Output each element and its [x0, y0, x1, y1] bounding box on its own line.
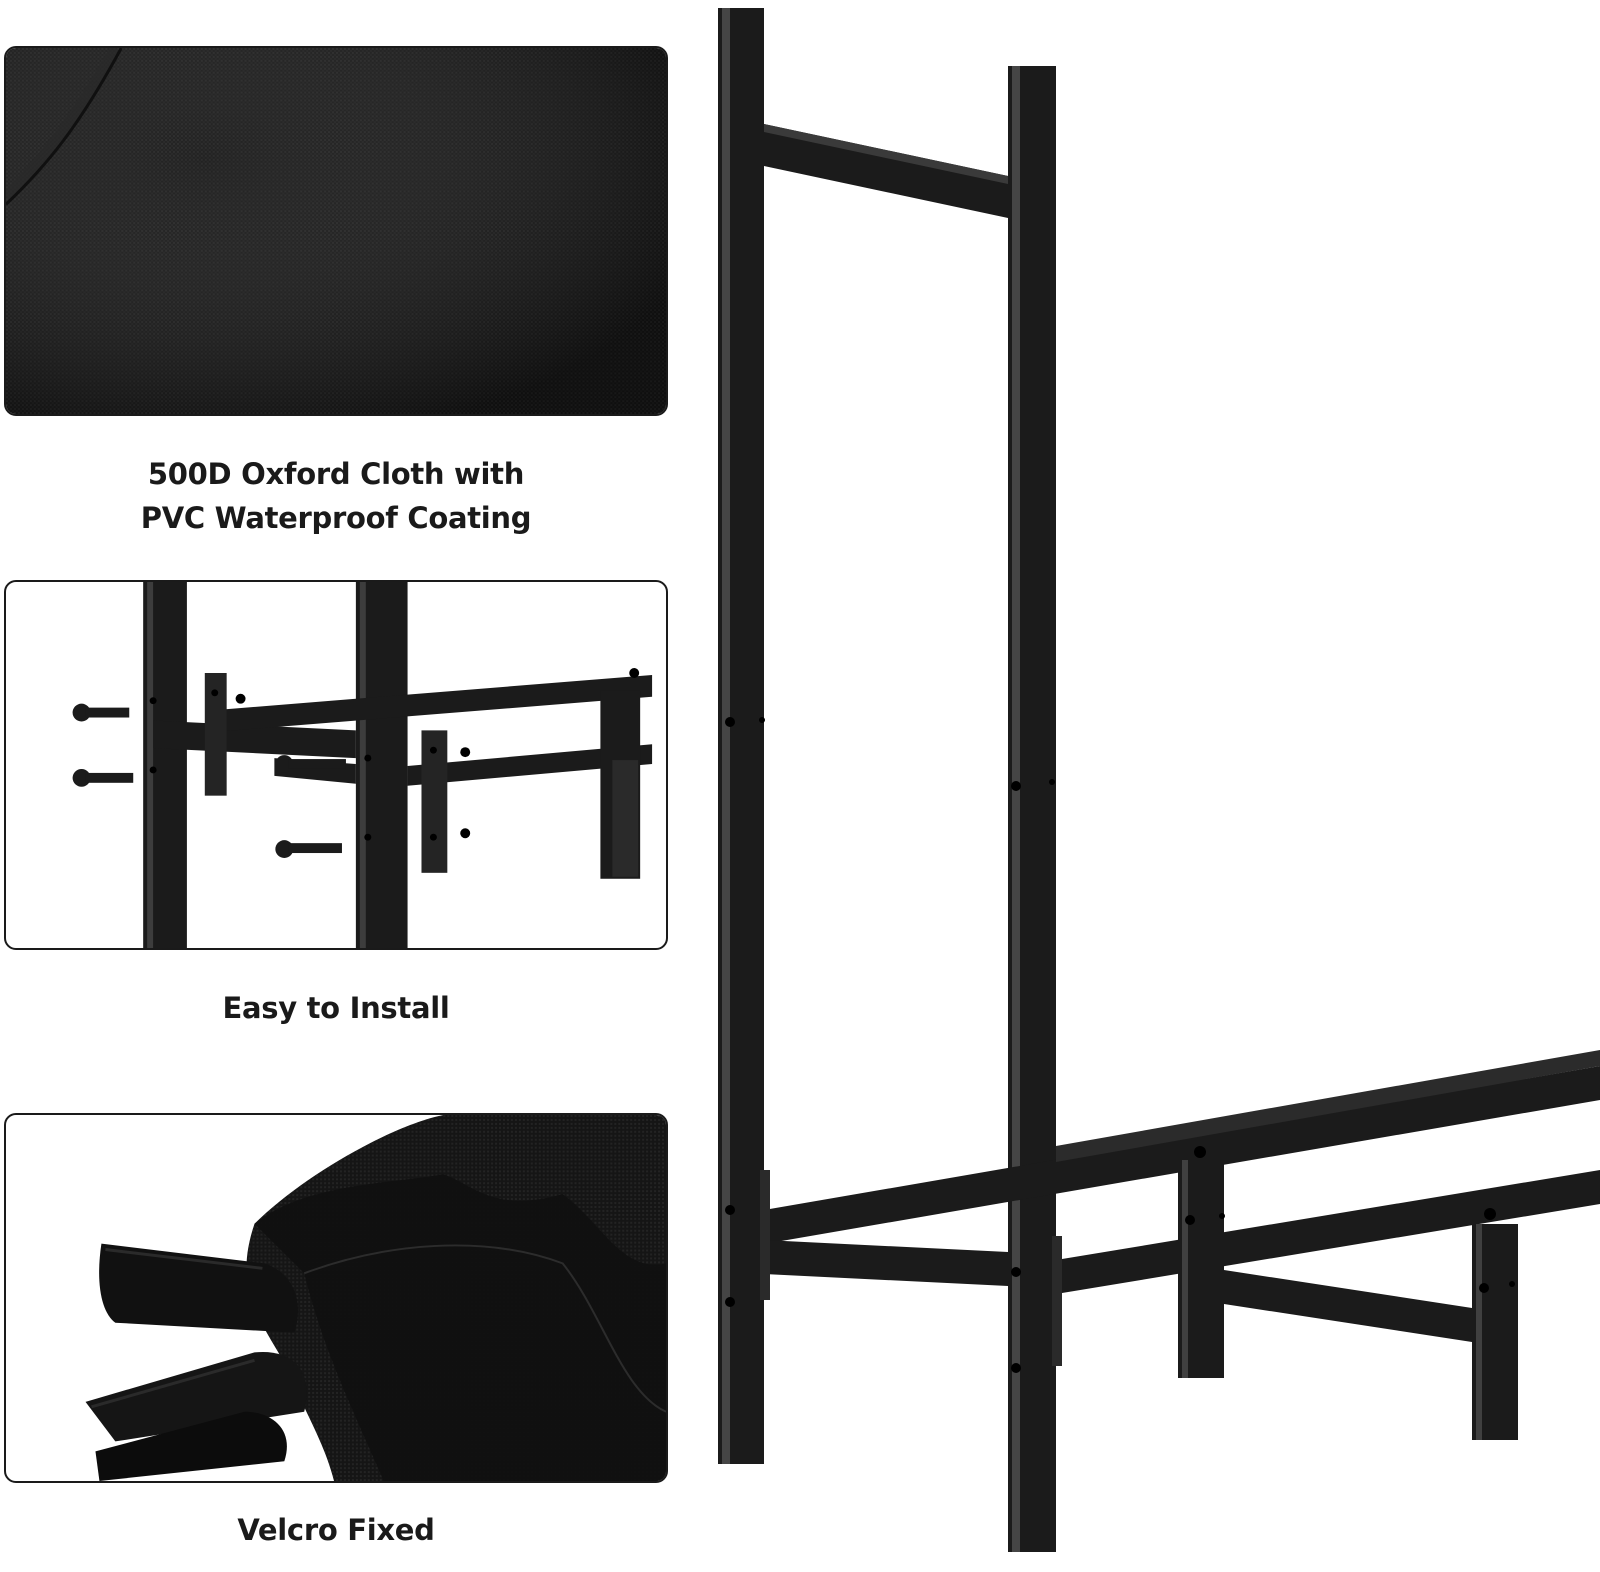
feature-caption-install: Easy to Install [0, 986, 672, 1030]
caption-line: Velcro Fixed [237, 1513, 435, 1547]
caption-line: PVC Waterproof Coating [140, 501, 532, 535]
velcro-strap-image [4, 1113, 668, 1483]
fabric-closeup-image [4, 46, 668, 416]
caption-line: Easy to Install [222, 991, 450, 1025]
feature-caption-fabric: 500D Oxford Cloth with PVC Waterproof Co… [0, 452, 672, 540]
installation-detail-image [4, 580, 668, 950]
firewood-rack-frame-image [718, 8, 1600, 1552]
feature-caption-velcro: Velcro Fixed [0, 1508, 672, 1552]
caption-line: 500D Oxford Cloth with [147, 457, 525, 491]
